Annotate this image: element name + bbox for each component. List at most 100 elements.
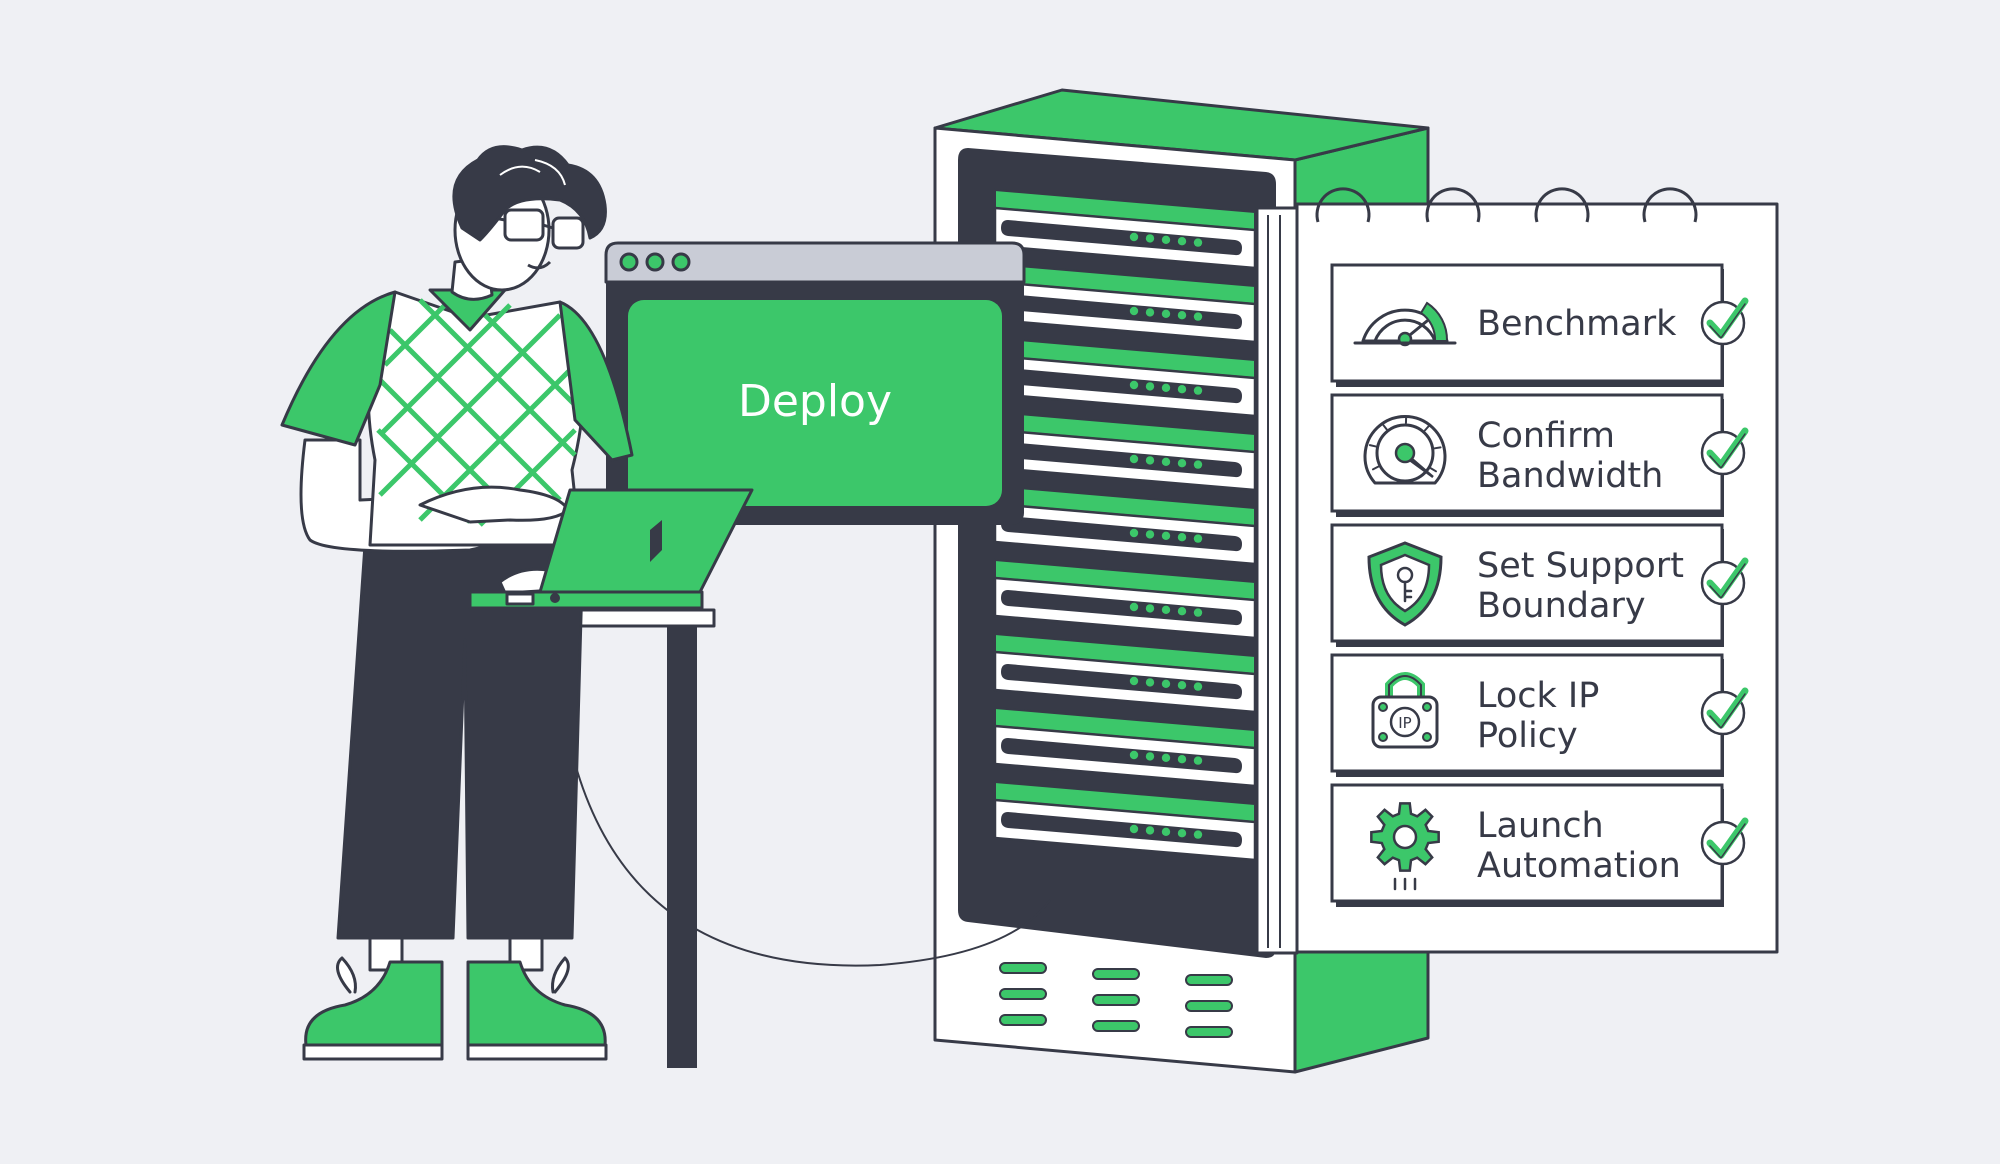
status-led: [1177, 311, 1187, 320]
status-led: [1129, 232, 1139, 242]
rack-units: [993, 188, 1257, 862]
status-led: [1161, 531, 1171, 540]
status-led: [1193, 608, 1203, 617]
vent-slot: [1092, 994, 1140, 1006]
status-led: [1177, 755, 1187, 764]
status-led: [1129, 602, 1139, 612]
status-led: [1129, 380, 1139, 390]
status-led: [1161, 605, 1171, 614]
rack-unit: [993, 706, 1257, 788]
status-led: [1161, 457, 1171, 466]
glasses: [477, 208, 585, 250]
gear-icon: [1370, 802, 1440, 891]
status-led: [1145, 752, 1155, 761]
status-led: [1145, 234, 1155, 243]
vent-slot: [999, 988, 1047, 1000]
status-led: [1161, 679, 1171, 688]
status-led: [1161, 309, 1171, 318]
status-led: [1193, 460, 1203, 469]
status-led: [1193, 756, 1203, 765]
right-shoe: [466, 956, 608, 1061]
status-led: [1177, 533, 1187, 542]
vent-slot: [1092, 968, 1140, 980]
deploy-button[interactable]: [628, 300, 1002, 506]
checklist-item-label: Bandwidth: [1477, 456, 1663, 496]
vent-slot: [999, 962, 1047, 974]
gauge-icon: [1363, 415, 1447, 485]
checklist-item-label: Lock IP: [1477, 676, 1599, 716]
checklist-item-label: Launch: [1477, 806, 1604, 846]
status-led: [1129, 528, 1139, 538]
status-led: [1177, 681, 1187, 690]
status-led: [1193, 682, 1203, 691]
check-icon[interactable]: [1700, 427, 1749, 476]
rack-unit: [993, 632, 1257, 714]
ip-glyph: IP: [1398, 714, 1411, 732]
status-led: [1193, 830, 1203, 839]
vent-slot: [1092, 1020, 1140, 1032]
status-led: [1145, 530, 1155, 539]
rack-unit: [993, 188, 1257, 270]
left-shoe: [302, 956, 444, 1061]
status-led: [1193, 534, 1203, 543]
status-led: [1193, 312, 1203, 321]
speedometer-icon: [1353, 301, 1457, 347]
check-icon[interactable]: [1700, 817, 1749, 866]
status-led: [1177, 459, 1187, 468]
laptop: [468, 488, 754, 610]
checklist-item-label: Benchmark: [1477, 304, 1677, 344]
status-led: [1129, 750, 1139, 760]
rack-unit: [993, 780, 1257, 862]
checklist-item-label: Boundary: [1477, 586, 1646, 626]
rack-unit: [993, 410, 1257, 492]
status-led: [1145, 678, 1155, 687]
checklist-item-label: Automation: [1477, 846, 1681, 886]
vent-slot: [1185, 974, 1233, 986]
vent-slot: [999, 1014, 1047, 1026]
status-led: [1129, 454, 1139, 464]
status-led: [1145, 382, 1155, 391]
status-led: [1177, 237, 1187, 246]
check-icon[interactable]: [1700, 687, 1749, 736]
vent-slot: [1185, 1026, 1233, 1038]
status-led: [1145, 308, 1155, 317]
window-dots-icon: [619, 252, 691, 272]
status-led: [1193, 238, 1203, 247]
status-led: [1177, 607, 1187, 616]
checklist-item-label: Policy: [1477, 716, 1578, 756]
vent-slot: [1185, 1000, 1233, 1012]
status-led: [1161, 753, 1171, 762]
binder-rings: [1315, 187, 1698, 223]
checklist-item: Benchmark: [1330, 263, 1749, 387]
status-led: [1129, 676, 1139, 686]
status-led: [1161, 235, 1171, 244]
status-led: [1129, 306, 1139, 316]
status-led: [1161, 383, 1171, 392]
check-icon[interactable]: [1700, 297, 1749, 346]
checklist-item-label: Confirm: [1477, 416, 1615, 456]
deploy-button-label: Deploy: [738, 376, 892, 427]
check-icon[interactable]: [1700, 557, 1749, 606]
status-led: [1145, 456, 1155, 465]
rack-unit: [993, 558, 1257, 640]
shield-key-icon: [1367, 541, 1443, 627]
engineer-character: [280, 145, 754, 1061]
rack-vents: [999, 962, 1233, 1038]
status-led: [1177, 829, 1187, 838]
server-rack: [933, 88, 1430, 1074]
status-led: [1193, 386, 1203, 395]
status-led: [1177, 385, 1187, 394]
ip-lock-icon: IP: [1371, 672, 1439, 749]
status-led: [1129, 824, 1139, 834]
deploy-window: Deploy: [604, 241, 1026, 525]
status-led: [1145, 826, 1155, 835]
rack-unit: [993, 336, 1257, 418]
status-led: [1161, 827, 1171, 836]
